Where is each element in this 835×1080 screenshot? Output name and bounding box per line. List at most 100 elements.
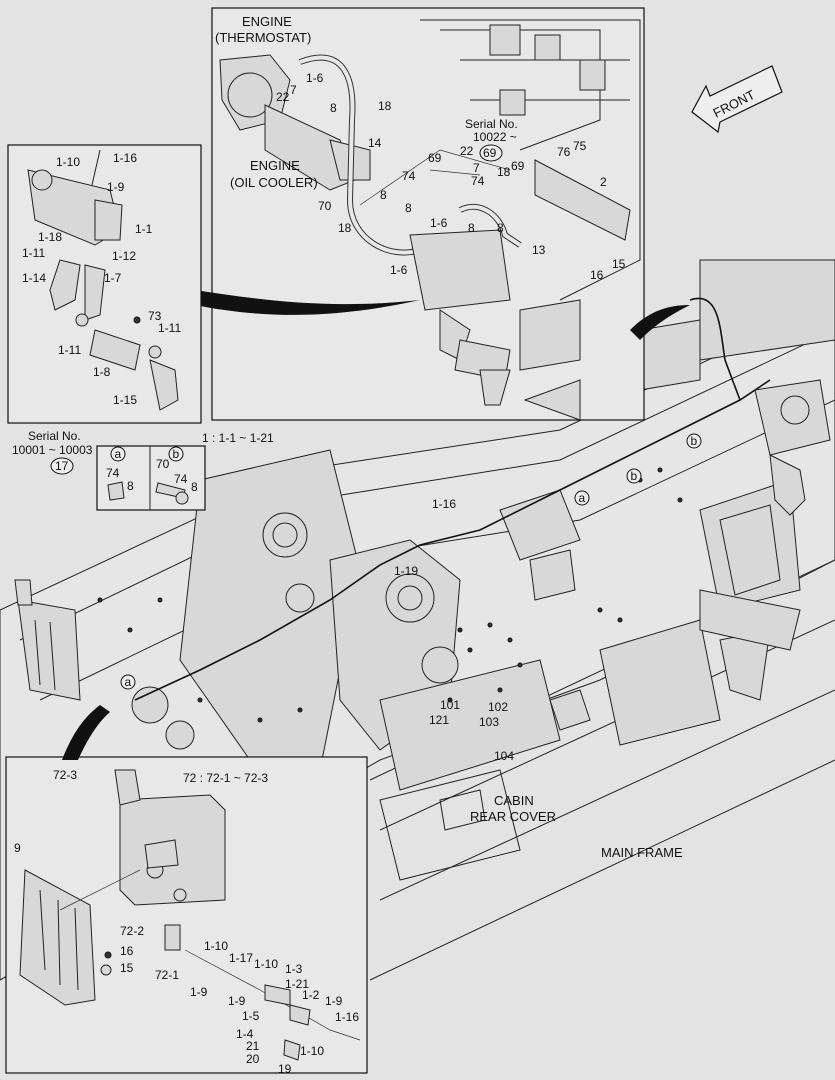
part-label-bottom-2: 72-2 (120, 924, 144, 938)
part-label-left_box-6: 1-12 (112, 249, 136, 263)
part-label-serial_box-2: 70 (156, 457, 170, 471)
part-label-top-19: 8 (468, 221, 475, 235)
circle-marker-a-2 (574, 490, 590, 506)
part-label-left_box-11: 1-11 (58, 343, 81, 357)
part-label-left_box-9: 73 (148, 309, 162, 323)
circle-marker-label-b-4: b (691, 434, 698, 448)
circle-marker-label-a-0: a (115, 447, 122, 461)
part-label-top-15: 69 (511, 159, 525, 173)
part-label-main-0: 1-16 (432, 497, 456, 511)
front-arrow-icon: FRONT (691, 65, 783, 134)
part-label-top-10: 75 (573, 139, 587, 153)
part-label-left_box-12: 1-8 (93, 365, 111, 379)
part-label-main-4: 121 (429, 713, 449, 727)
part-label-top-1: 7 (290, 83, 297, 97)
part-label-main-1: 1-19 (394, 564, 418, 578)
group1-label: 1 : 1-1 ~ 1-21 (202, 431, 274, 445)
heater-hose-1-16 (134, 379, 771, 701)
circle-marker-b-1 (168, 446, 184, 462)
circled-labels: 69 17 a b a b b a (50, 144, 702, 690)
part-label-bottom-11: 1-21 (285, 977, 309, 991)
part-label-bottom-15: 1-5 (242, 1009, 260, 1023)
serial-inset-box (96, 445, 206, 511)
circle-69: 69 (483, 146, 497, 160)
circle-marker-b-3 (626, 468, 642, 484)
part-label-main-2: 101 (440, 698, 460, 712)
part-label-bottom-7: 1-17 (229, 951, 253, 965)
part-label-bottom-17: 1-4 (236, 1027, 254, 1041)
part-label-main-5: 103 (479, 715, 499, 729)
part-label-left_box-3: 1-1 (135, 222, 153, 236)
part-label-top-24: 1-6 (390, 263, 408, 277)
engine-thermostat-title-2: (THERMOSTAT) (215, 30, 311, 45)
circle-marker-a-0 (110, 446, 126, 462)
pointer-wedge-right (630, 305, 690, 340)
part-label-bottom-14: 1-9 (325, 994, 343, 1008)
part-label-top-8: 69 (428, 151, 442, 165)
cabin-label-1: CABIN (494, 793, 534, 808)
serial-left-1: Serial No. (28, 429, 81, 443)
circle-marker-label-b-3: b (631, 469, 638, 483)
part-label-bottom-12: 1-9 (228, 994, 246, 1008)
part-label-top-0: 1-6 (306, 71, 324, 85)
part-label-top-3: 8 (330, 101, 337, 115)
tank-inset-panel (5, 756, 368, 1074)
part-label-left_box-4: 1-18 (38, 230, 62, 244)
part-label-top-16: 8 (405, 201, 412, 215)
engine-oil-title-1: ENGINE (250, 158, 300, 173)
part-label-bottom-1: 9 (14, 841, 21, 855)
pointer-wedge-bottom (62, 705, 110, 760)
circle-17: 17 (55, 459, 69, 473)
part-label-bottom-3: 16 (120, 944, 134, 958)
part-label-bottom-8: 1-9 (190, 985, 208, 999)
engine-thermostat-title-1: ENGINE (242, 14, 292, 29)
serial-left-2: 10001 ~ 10003 (12, 443, 93, 457)
part-label-top-23: 8 (497, 221, 504, 235)
engine-oil-title-2: (OIL COOLER) (230, 175, 318, 190)
part-label-bottom-10: 1-3 (285, 962, 303, 976)
part-label-top-13: 74 (471, 174, 485, 188)
circle-marker-b-4 (686, 433, 702, 449)
part-label-top-17: 8 (380, 188, 387, 202)
part-label-left_box-8: 1-7 (104, 271, 122, 285)
circle-marker-a-5 (120, 674, 136, 690)
part-label-bottom-5: 72-1 (155, 968, 179, 982)
part-label-bottom-18: 21 (246, 1039, 260, 1053)
part-label-top-21: 70 (318, 199, 332, 213)
part-label-bottom-16: 1-16 (335, 1010, 359, 1024)
circle-marker-label-b-1: b (173, 447, 180, 461)
part-label-main-6: 104 (494, 749, 514, 763)
engine-inset-panel (211, 7, 645, 421)
part-label-serial_box-1: 8 (127, 479, 134, 493)
part-label-top-4: 18 (378, 99, 392, 113)
part-label-top-26: 15 (612, 257, 626, 271)
heater-unit-right (754, 379, 831, 516)
serial-top-2: 10022 ~ (473, 130, 517, 144)
part-label-left_box-1: 1-16 (113, 151, 137, 165)
part-label-main-3: 102 (488, 700, 508, 714)
part-label-bottom-19: 1-10 (300, 1044, 324, 1058)
part-label-left_box-13: 1-15 (113, 393, 137, 407)
part-label-bottom-4: 15 (120, 961, 134, 975)
part-label-top-9: 76 (557, 145, 571, 159)
serial-top-1: Serial No. (465, 117, 518, 131)
part-label-top-25: 16 (590, 268, 604, 282)
circle-marker-label-a-5: a (125, 675, 132, 689)
part-label-top-5: 14 (368, 136, 382, 150)
pointer-wedge-top (195, 290, 420, 315)
part-label-top-11: 2 (600, 175, 607, 189)
circle-marker-label-a-2: a (579, 491, 586, 505)
part-label-bottom-6: 1-10 (204, 939, 228, 953)
title-labels: ENGINE (THERMOSTAT) ENGINE (OIL COOLER) … (12, 14, 683, 860)
part-label-left_box-2: 1-9 (107, 180, 125, 194)
part-label-left_box-7: 1-14 (22, 271, 46, 285)
part-label-bottom-21: 19 (278, 1062, 292, 1076)
part-label-top-18: 1-6 (430, 216, 448, 230)
part-label-serial_box-0: 74 (106, 466, 120, 480)
part-label-top-7: 7 (473, 161, 480, 175)
group72-label: 72 : 72-1 ~ 72-3 (183, 771, 268, 785)
part-label-top-12: 74 (402, 169, 416, 183)
cabin-label-2: REAR COVER (470, 809, 556, 824)
